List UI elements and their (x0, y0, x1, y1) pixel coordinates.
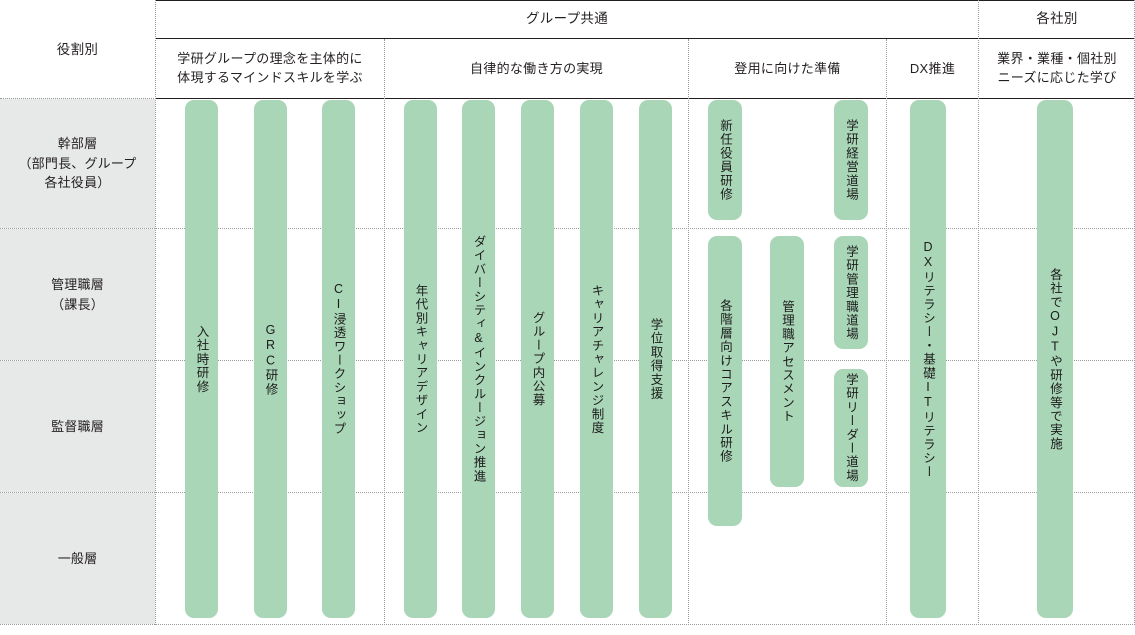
row-label-executive: 幹部層 （部門長、グループ 各社役員） (18, 136, 137, 191)
program-label: グループ内公募 (530, 311, 545, 407)
program-label: 学位取得支援 (648, 317, 663, 401)
program-label: 各階層向けコアスキル研修 (718, 298, 732, 464)
group-header-group-common: グループ共通 (526, 11, 608, 27)
program-bar[interactable]: DXリテラシー・基礎ITリテラシー (910, 100, 946, 618)
program-label: CI浸透ワークショップ (331, 282, 346, 436)
program-label: 各社でOJTや研修等で実施 (1048, 267, 1062, 451)
program-bar[interactable]: 学研リーダー道場 (834, 369, 868, 487)
column-header-autonomous-work: 自律的な働き方の実現 (469, 60, 603, 76)
program-label: キャリアチャレンジ制度 (589, 283, 604, 435)
group-header-per-company: 各社別 (1036, 11, 1078, 27)
column-header-mindset: 学研グループの理念を主体的に 体現するマインドスキルを学ぶ (177, 51, 363, 85)
program-bar[interactable]: 学位取得支援 (639, 100, 672, 618)
rule-under-group-header (156, 38, 1135, 39)
row-label-manager: 管理職層 （課長） (51, 277, 104, 312)
row-separator-1 (0, 228, 1135, 229)
row-header-background-3 (0, 361, 155, 492)
row-header-background-1 (0, 99, 155, 228)
program-bar[interactable]: 入社時研修 (185, 100, 218, 618)
program-label: 入社時研修 (194, 324, 209, 394)
program-label: DXリテラシー・基礎ITリテラシー (921, 239, 935, 479)
program-bar[interactable]: CI浸透ワークショップ (322, 100, 355, 618)
program-bar[interactable]: 学研管理職道場 (834, 236, 868, 349)
row-header-background-4 (0, 493, 155, 624)
row-separator-top (0, 98, 156, 99)
column-separator-2 (688, 39, 689, 625)
row-separator-bottom (0, 624, 1135, 625)
program-label: 管理職アセスメント (780, 299, 794, 424)
program-label: 学研リーダー道場 (844, 373, 858, 483)
program-bar[interactable]: ダイバーシティ&インクルージョン推進 (462, 100, 495, 618)
row-separator-3 (0, 492, 1135, 493)
corner-header-label: 役割別 (56, 41, 99, 57)
column-header-promotion-prep: 登用に向けた準備 (734, 60, 841, 76)
program-label: 学研管理職道場 (844, 244, 858, 341)
row-header-background-2 (0, 229, 155, 360)
column-header-industry-needs: 業界・業種・個社別 ニーズに応じた学び (997, 51, 1117, 85)
column-separator-4 (978, 0, 979, 625)
column-separator-left (155, 0, 156, 625)
program-bar[interactable]: 新任役員研修 (708, 100, 742, 220)
column-separator-3 (886, 39, 887, 625)
program-bar[interactable]: 管理職アセスメント (770, 236, 804, 487)
program-label: 年代別キャリアデザイン (413, 283, 428, 435)
program-label: 新任役員研修 (718, 118, 732, 202)
program-bar[interactable]: 各階層向けコアスキル研修 (708, 236, 742, 526)
rule-top-group (156, 0, 978, 1)
program-bar[interactable]: キャリアチャレンジ制度 (580, 100, 613, 618)
column-separator-1 (384, 39, 385, 625)
program-label: ダイバーシティ&インクルージョン推進 (471, 234, 486, 484)
row-separator-2 (0, 360, 1135, 361)
program-bar[interactable]: グループ内公募 (521, 100, 554, 618)
row-label-general: 一般層 (57, 550, 98, 566)
rule-top-percompany (979, 0, 1135, 1)
column-header-dx: DX推進 (909, 60, 956, 76)
row-label-supervisor: 監督職層 (51, 418, 104, 434)
program-label: 学研経営道場 (844, 118, 858, 202)
program-label: GRC研修 (263, 322, 278, 396)
program-bar[interactable]: 学研経営道場 (834, 100, 868, 220)
program-bar[interactable]: 年代別キャリアデザイン (404, 100, 437, 618)
program-bar[interactable]: 各社でOJTや研修等で実施 (1037, 100, 1073, 618)
rule-under-column-header (156, 98, 1135, 99)
program-bar[interactable]: GRC研修 (254, 100, 287, 618)
